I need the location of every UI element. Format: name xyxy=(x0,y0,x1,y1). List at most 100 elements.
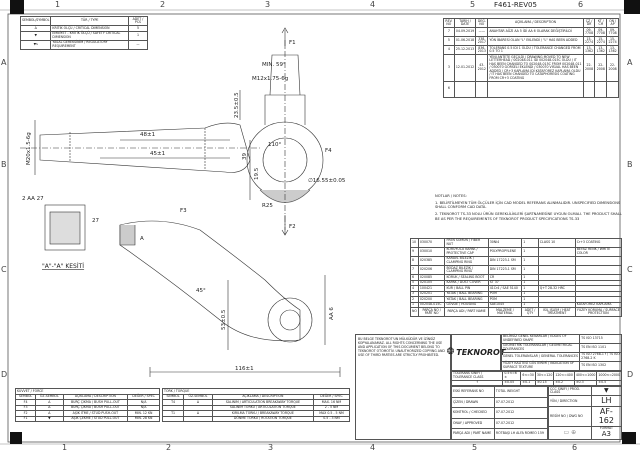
logo-mark-icon: ❂ xyxy=(446,347,455,358)
tolerance-class: f xyxy=(450,379,504,387)
rev-chg: —— xyxy=(475,27,489,38)
rev-dr xyxy=(582,80,596,98)
part-cell: DIN 17223-1 SM xyxy=(487,264,523,276)
torque-cell xyxy=(161,415,185,423)
part-cell: 030070 xyxy=(417,237,446,248)
dim-r25: R25 xyxy=(262,203,273,209)
zone-row-b-left: B xyxy=(1,160,7,169)
torque-cell: 0.5 - 3 NM xyxy=(312,415,351,423)
part-cell: 1 xyxy=(521,264,539,276)
part-cell: Cr+3 COATING xyxy=(574,237,623,248)
parts-header-cell: NO xyxy=(410,307,419,318)
info-cell: ONAY / APPROVED xyxy=(451,417,495,430)
standard-cell: YÜZEY KALİTESİ GÖSTERİMİ / INDICATION OF… xyxy=(500,360,581,371)
confidentiality-notice: BU BELGE TEKNOROT'UN MÜLKÜDÜR VE İZİNSİZ… xyxy=(355,333,451,440)
rev-chg xyxy=(475,80,489,98)
parts-header-cell: MALZEME / MATERIAL xyxy=(487,307,523,318)
part-cell: 020385 xyxy=(417,255,446,267)
torque-cell: DÖNME TORKU / ROTATION TORQUE xyxy=(211,415,314,423)
tol-range: 1000<=2000 xyxy=(596,370,622,381)
force-label-f1: F1 xyxy=(289,40,296,46)
part-cell: KARAVL BİLEZİK / CLAMPING RING xyxy=(444,255,489,267)
info-cell: 07.07.2012 xyxy=(493,417,549,430)
revision-form-code: F461-REV05 xyxy=(494,1,537,9)
tol-range: 120<=400 xyxy=(553,370,575,381)
rev-date: 12.01.2012 xyxy=(453,54,477,82)
force-cell: MIN. 28 KN xyxy=(127,415,160,423)
part-cell xyxy=(537,255,576,267)
standard-cell: TS ISO 2768-1 f / TS ISO 2768-2 K xyxy=(579,351,622,362)
tol-value: ±0.05 xyxy=(502,379,522,387)
zone-row-d: D xyxy=(627,370,634,379)
rev-header: AÇIKLAMA / DESCRIPTION xyxy=(487,17,584,29)
standard-cell: BELİRSİZ GENEL KENARLAR / EDGES OF UNDEF… xyxy=(500,333,581,344)
tol-range: 0.5<=6 ± xyxy=(502,370,522,381)
rev-header: DEĞ. NO xyxy=(475,17,489,29)
rev-desc: YÖN İBARESİ OLAN "L" EKLENDİ / "L" HAS B… xyxy=(487,36,584,47)
dim-aa27: 2 AA 27 xyxy=(22,196,44,202)
force-label-f3: F3 xyxy=(180,208,187,214)
dwg-no-label: RESİM NO / DWG NO xyxy=(548,406,592,427)
zone-col-2: 2 xyxy=(160,0,166,9)
rev-ap: 22-2008 xyxy=(606,54,619,82)
pcs: — xyxy=(127,39,149,50)
rev-date xyxy=(453,80,477,98)
part-cell xyxy=(574,264,623,276)
rev-dr: 13-1362 xyxy=(582,45,596,56)
parts-header-cell: ADET / QTY xyxy=(521,307,539,318)
part-cell xyxy=(537,264,576,276)
force-label-f4: F4 xyxy=(325,148,332,154)
rev-header: REV. NO xyxy=(443,17,455,29)
company-name: TEKNOROT xyxy=(456,347,506,357)
dim-45: 45±1 xyxy=(150,151,165,157)
part-cell: POLYPROPYLENE xyxy=(487,246,523,257)
legend-header: ADET / PCS xyxy=(127,15,149,27)
notes-title: NOTLAR / NOTES: xyxy=(435,194,467,198)
rev-no: 5 xyxy=(443,36,455,47)
dwg-no-value: AF-162 xyxy=(590,406,623,427)
dim-110deg: 110° xyxy=(268,142,281,148)
rev-ap: 15-2274 xyxy=(606,36,619,47)
force-cell: ▼ xyxy=(35,415,64,423)
rev-ch: 13-1362 xyxy=(594,45,608,56)
zone-col-1-bottom: 1 xyxy=(62,443,68,452)
part-cell: 10 xyxy=(410,237,419,248)
company-logo: ❂TEKNOROT xyxy=(447,333,505,371)
tol-range: 30<=120 xyxy=(534,370,555,381)
part-cell: 7 xyxy=(410,264,419,276)
zone-row-a-left: A xyxy=(1,58,7,67)
part-cell: 1 xyxy=(521,255,539,267)
parts-header-cell: PARÇA ADI / PART NAME xyxy=(444,307,489,318)
dim-m12: M12x1.75-6g xyxy=(252,76,288,82)
zone-col-4: 4 xyxy=(370,0,376,9)
force-cell: AŞIK ÇEKME / STUD PULL-OUT xyxy=(62,415,129,423)
tol-value: ±0.3 xyxy=(573,379,598,387)
info-cell: ROTBAŞI LH ALFA ROMEO 159 xyxy=(493,428,549,440)
note-1: 1. BELİRTİLMEYEN TÜM ÖLÇÜLER İÇİN CAD MO… xyxy=(435,200,621,210)
zone-row-c-left: C xyxy=(1,265,7,274)
rev-header: TARİH / DATE xyxy=(453,17,477,29)
parts-header-cell: YÜZEY KORUMA / SURFACE PROTECTION xyxy=(574,307,623,318)
dim-53: 53±0.5 xyxy=(221,309,227,330)
zone-col-1: 1 xyxy=(55,0,61,9)
zone-col-6: 6 xyxy=(578,0,584,9)
dim-27: 27 xyxy=(92,218,99,224)
rev-no: 6 xyxy=(443,80,455,98)
info-cell: PARÇA ADI / PART NAME xyxy=(451,428,495,440)
technical-drawing: MIN. 59° M12x1.75-6g 48±1 45±1 M20x1.5-6… xyxy=(20,27,346,377)
dim-m20: M20x1.5-6g xyxy=(26,132,32,165)
part-cell: DIN 17223-1 SM xyxy=(487,255,523,267)
safety-symbol-icon: ▼ xyxy=(590,386,623,397)
zone-col-2-bottom: 2 xyxy=(166,443,172,452)
tol-value: ±0.2 xyxy=(553,379,575,387)
